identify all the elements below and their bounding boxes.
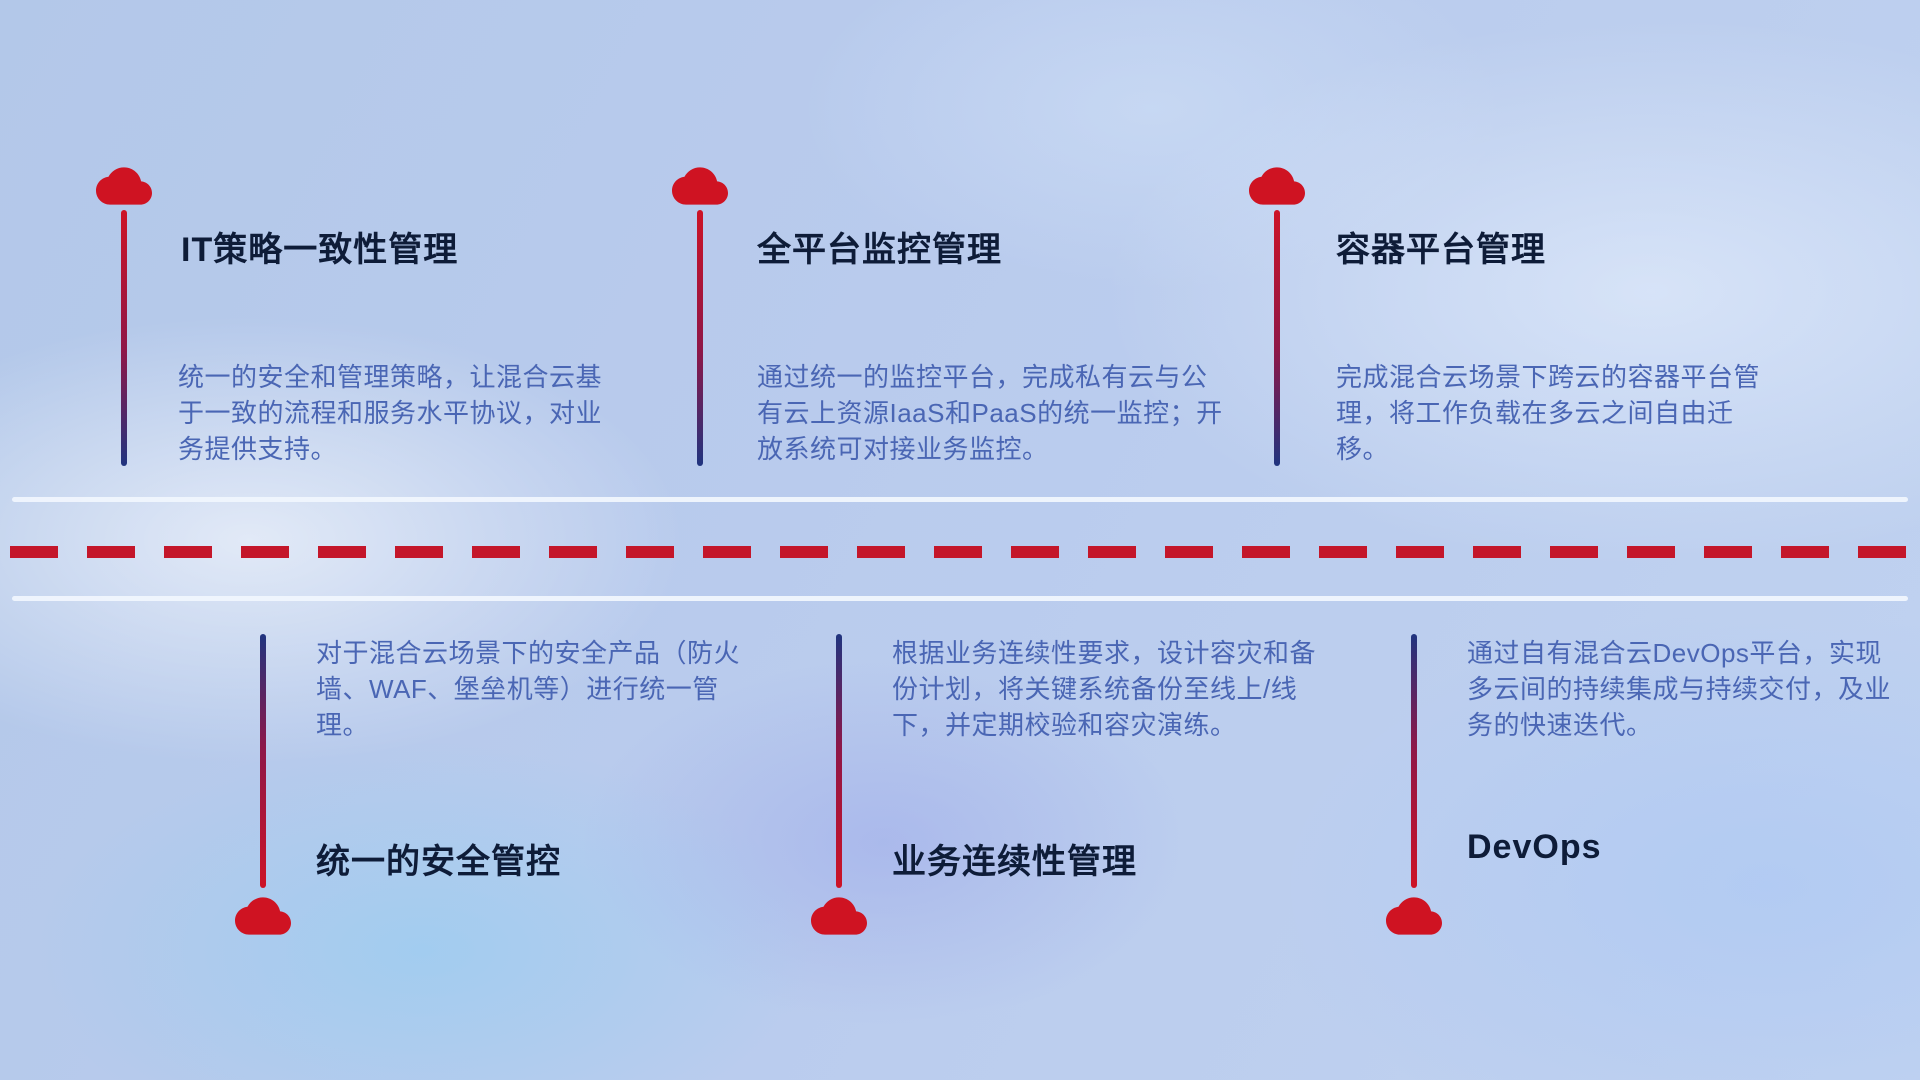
timeline-connector	[260, 634, 266, 888]
feature-title: 统一的安全管控	[316, 843, 561, 881]
timeline-connector	[697, 210, 703, 466]
timeline-dashed-line	[10, 546, 1910, 558]
feature-description: 完成混合云场景下跨云的容器平台管理，将工作负载在多云之间自由迁移。	[1336, 362, 1761, 464]
timeline-solid-line-top	[12, 497, 1908, 502]
feature-description: 根据业务连续性要求，设计容灾和备份计划，将关键系统备份至线上/线下，并定期校验和…	[892, 638, 1317, 740]
feature-title: 业务连续性管理	[892, 843, 1137, 881]
cloud-icon	[1386, 897, 1442, 935]
timeline-connector	[1274, 210, 1280, 466]
cloud-icon	[1249, 167, 1305, 205]
cloud-icon	[96, 167, 152, 205]
feature-description: 统一的安全和管理策略，让混合云基于一致的流程和服务水平协议，对业务提供支持。	[178, 362, 603, 464]
feature-title: 容器平台管理	[1336, 231, 1546, 269]
cloud-icon	[235, 897, 291, 935]
cloud-icon	[672, 167, 728, 205]
feature-title: DevOps	[1467, 828, 1602, 866]
feature-description: 通过统一的监控平台，完成私有云与公有云上资源IaaS和PaaS的统一监控；开放系…	[757, 362, 1223, 464]
timeline-connector	[1411, 634, 1417, 888]
feature-title: IT策略一致性管理	[181, 231, 459, 269]
feature-description: 通过自有混合云DevOps平台，实现多云间的持续集成与持续交付，及业务的快速迭代…	[1467, 638, 1892, 740]
feature-description: 对于混合云场景下的安全产品（防火墙、WAF、堡垒机等）进行统一管理。	[316, 638, 741, 740]
feature-title: 全平台监控管理	[757, 231, 1002, 269]
cloud-icon	[811, 897, 867, 935]
timeline-solid-line-bottom	[12, 596, 1908, 601]
timeline-connector	[836, 634, 842, 888]
timeline-connector	[121, 210, 127, 466]
